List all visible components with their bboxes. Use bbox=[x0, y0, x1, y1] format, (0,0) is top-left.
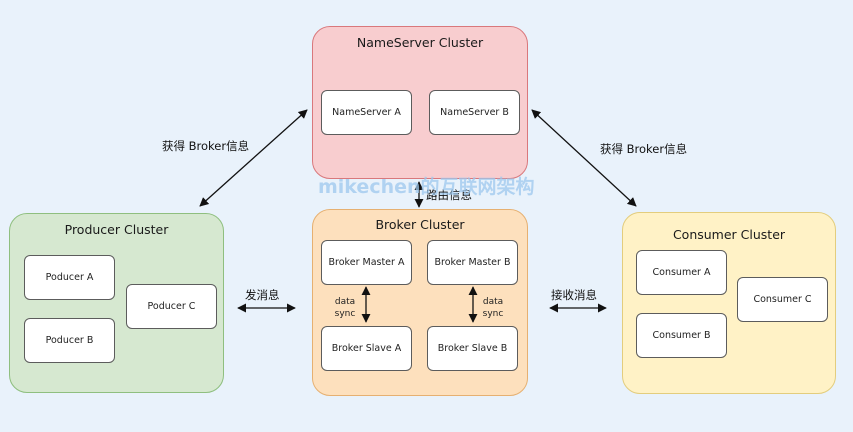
watermark: mikechen的互联网架构 bbox=[318, 176, 535, 198]
label-receive-message: 接收消息 bbox=[551, 288, 597, 302]
label-consumer-nameserver: 获得 Broker信息 bbox=[600, 142, 688, 156]
nameserver-a: NameServer A bbox=[321, 90, 412, 135]
data-sync-b-line2: sync bbox=[482, 309, 504, 319]
broker-cluster-title: Broker Cluster bbox=[375, 217, 465, 232]
consumer-cluster-title: Consumer Cluster bbox=[672, 227, 786, 242]
broker-cluster: Broker Cluster Broker Master A Broker Ma… bbox=[312, 209, 528, 396]
producer-a: Poducer A bbox=[24, 255, 115, 300]
consumer-cluster: Consumer Cluster Consumer A Consumer B C… bbox=[622, 212, 836, 394]
nameserver-b: NameServer B bbox=[429, 90, 520, 135]
label-send-message: 发消息 bbox=[245, 288, 280, 302]
broker-slave-a: Broker Slave A bbox=[321, 326, 412, 371]
producer-b: Poducer B bbox=[24, 318, 115, 363]
broker-master-a: Broker Master A bbox=[321, 240, 412, 285]
producer-c: Poducer C bbox=[126, 284, 217, 329]
label-broker-nameserver: 路由信息 bbox=[426, 188, 472, 202]
consumer-b: Consumer B bbox=[636, 313, 727, 358]
data-sync-a-line2: sync bbox=[334, 309, 356, 319]
broker-slave-b: Broker Slave B bbox=[427, 326, 518, 371]
producer-cluster-title: Producer Cluster bbox=[64, 222, 169, 237]
arrow-consumer-nameserver bbox=[531, 109, 637, 207]
consumer-c: Consumer C bbox=[737, 277, 828, 322]
label-producer-nameserver: 获得 Broker信息 bbox=[162, 139, 250, 153]
producer-cluster: Producer Cluster Poducer A Poducer B Pod… bbox=[9, 213, 224, 393]
data-sync-label-a: data sync bbox=[333, 296, 357, 320]
nameserver-cluster: NameServer Cluster NameServer A NameServ… bbox=[312, 26, 528, 179]
data-sync-a-line1: data bbox=[334, 297, 356, 307]
arrow-producer-nameserver bbox=[199, 109, 308, 207]
data-sync-b-line1: data bbox=[482, 297, 504, 307]
consumer-a: Consumer A bbox=[636, 250, 727, 295]
data-sync-label-b: data sync bbox=[481, 296, 505, 320]
broker-master-b: Broker Master B bbox=[427, 240, 518, 285]
nameserver-cluster-title: NameServer Cluster bbox=[356, 35, 484, 50]
